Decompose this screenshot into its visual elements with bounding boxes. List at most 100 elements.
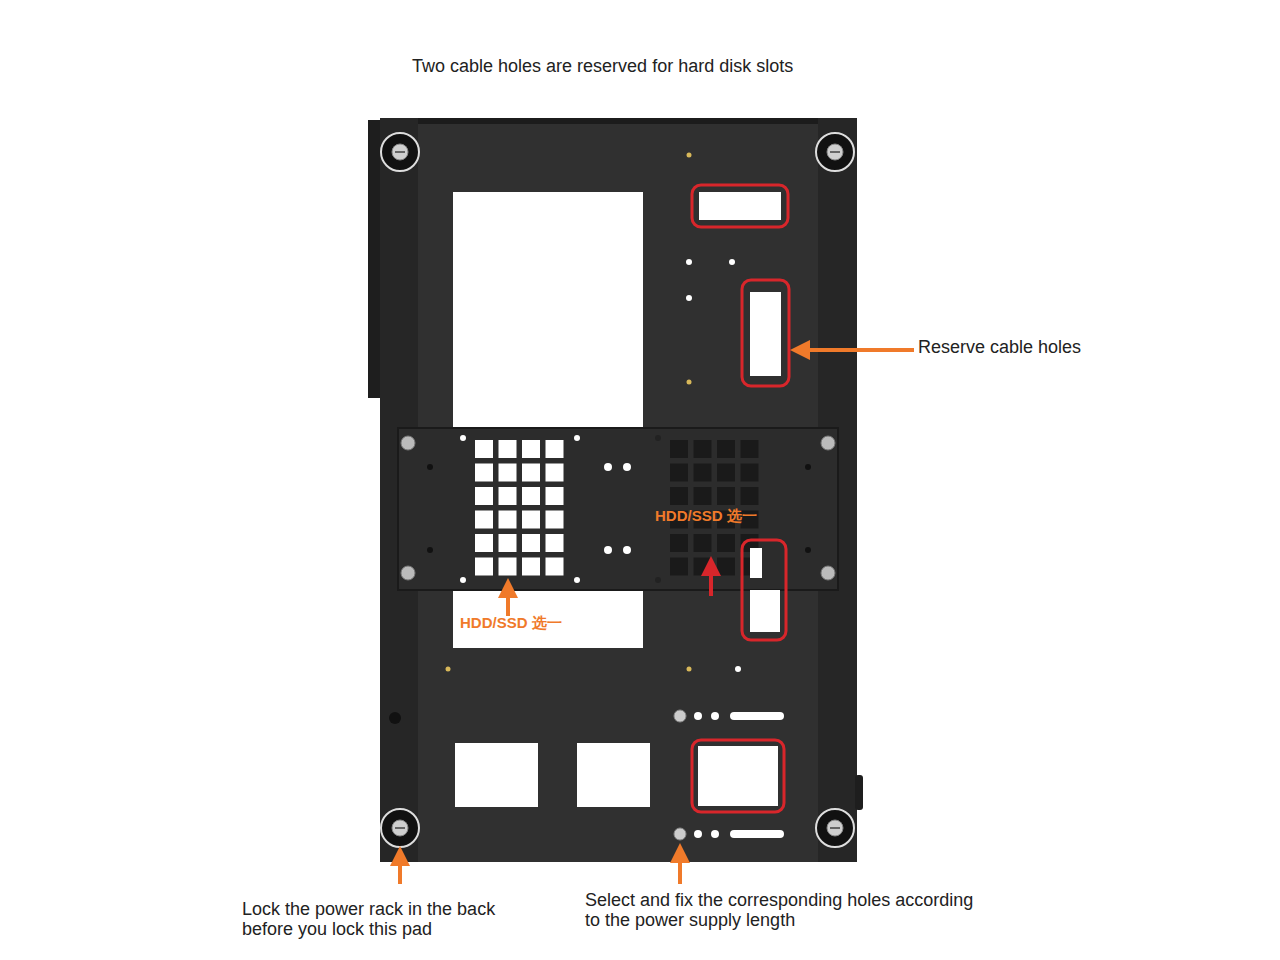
panel-detail <box>694 558 712 576</box>
panel-detail <box>805 464 811 470</box>
panel-detail <box>522 511 540 529</box>
option-label: HDD/SSD 选一 <box>655 508 757 525</box>
panel-detail <box>623 463 631 471</box>
panel-detail <box>717 487 735 505</box>
panel-detail <box>741 440 759 458</box>
panel-detail <box>381 809 419 847</box>
panel-detail <box>522 464 540 482</box>
cable-hole-marker <box>742 540 786 640</box>
panel-detail <box>499 487 517 505</box>
panel-detail <box>717 558 735 576</box>
psu-slots <box>674 710 784 840</box>
panel-detail <box>460 435 466 441</box>
panel-detail <box>830 827 840 829</box>
panel-detail <box>830 151 840 153</box>
panel-detail <box>381 809 419 847</box>
panel-detail <box>475 511 493 529</box>
bracket-dots <box>427 435 811 583</box>
panel-detail <box>711 830 719 838</box>
panel-detail <box>741 487 759 505</box>
panel-detail <box>499 534 517 552</box>
panel-detail <box>821 436 835 450</box>
panel-detail <box>392 820 408 836</box>
panel-detail <box>395 827 405 829</box>
panel-detail <box>604 463 612 471</box>
side-bump <box>855 775 863 810</box>
panel-detail <box>816 133 854 171</box>
panel-detail <box>546 534 564 552</box>
panel-detail <box>827 144 843 160</box>
panel-detail <box>670 440 688 458</box>
panel-detail <box>623 546 631 554</box>
panel-detail <box>735 666 741 672</box>
panel-detail <box>717 534 735 552</box>
panel-detail <box>475 440 493 458</box>
panel-detail <box>687 667 692 672</box>
panel-detail <box>805 547 811 553</box>
panel-detail <box>446 667 451 672</box>
panel-detail <box>427 547 433 553</box>
panel-detail <box>381 133 419 171</box>
panel-detail <box>741 464 759 482</box>
note-text: Select and fix the corresponding holes a… <box>585 891 985 931</box>
leader-arrow <box>398 856 402 884</box>
panel-detail <box>546 511 564 529</box>
panel-detail <box>711 712 719 720</box>
panel-detail <box>674 828 686 840</box>
panel-detail <box>522 558 540 576</box>
cutout <box>453 192 643 428</box>
cutout <box>455 743 538 807</box>
panel-detail <box>546 487 564 505</box>
panel-detail <box>730 712 784 720</box>
panel-detail <box>674 710 686 722</box>
panel-detail <box>730 830 784 838</box>
leader-arrow <box>506 588 510 616</box>
top-edge <box>418 118 818 124</box>
leader-arrow <box>800 348 914 352</box>
panel-detail <box>499 511 517 529</box>
leader-arrow <box>709 566 713 596</box>
panel-detail <box>687 153 692 158</box>
hdd-bracket <box>398 428 838 590</box>
panel-detail <box>655 435 661 441</box>
panel-detail <box>670 534 688 552</box>
panel-detail <box>574 577 580 583</box>
cable-hole <box>698 746 778 806</box>
panel-detail <box>499 558 517 576</box>
leader-arrow <box>678 853 682 884</box>
title: Two cable holes are reserved for hard di… <box>412 57 793 77</box>
panel-detail <box>821 566 835 580</box>
panel-detail <box>694 440 712 458</box>
panel-detail <box>546 558 564 576</box>
panel-detail <box>522 487 540 505</box>
panel-detail <box>499 464 517 482</box>
cable-hole <box>750 590 780 632</box>
panel-detail <box>717 464 735 482</box>
panel-detail <box>395 151 405 153</box>
panel-detail <box>670 464 688 482</box>
cable-hole <box>699 192 781 220</box>
foot-pads <box>381 133 854 847</box>
panel-detail <box>729 259 735 265</box>
panel-detail <box>694 712 702 720</box>
vent-grid <box>475 440 564 576</box>
panel-detail <box>687 380 692 385</box>
panel-detail <box>574 435 580 441</box>
panel-detail <box>546 440 564 458</box>
bracket-screws <box>401 436 835 580</box>
side-knob <box>389 712 401 724</box>
panel-detail <box>475 464 493 482</box>
panel-detail <box>816 133 854 171</box>
panel-detail <box>694 487 712 505</box>
panel-detail <box>670 558 688 576</box>
cable-hole <box>750 548 762 578</box>
panel-detail <box>392 144 408 160</box>
panel-detail <box>427 464 433 470</box>
back-plate <box>380 118 857 862</box>
panel-detail <box>655 577 661 583</box>
panel-detail <box>694 534 712 552</box>
cutout <box>453 590 643 648</box>
note-text: Lock the power rack in the back before y… <box>242 900 527 940</box>
panel-detail <box>475 534 493 552</box>
